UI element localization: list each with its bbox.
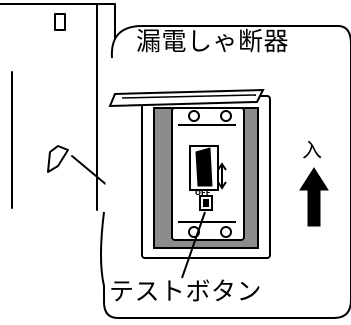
cabinet-window [54,13,66,31]
cover-lid [108,88,265,108]
terminal-screw [188,110,200,122]
terminal-screw [220,226,232,238]
on-direction-arrow-icon [299,167,329,227]
on-direction-label: 入 [302,138,322,162]
toggle-lever [195,147,213,187]
test-button-pointer [181,211,206,279]
cover-lid-edge [121,94,257,99]
switch-off-label: OFF [195,189,211,197]
door-latch [47,145,69,173]
latch-pointer [71,155,109,187]
switch-on-label: ON [197,159,209,167]
terminal-screw [220,110,232,122]
up-down-arrow-icon [217,162,227,190]
test-button-label: テストボタン [109,277,263,306]
test-button-inner [203,199,209,207]
breaker-title: 漏電しゃ断器 [136,27,290,56]
